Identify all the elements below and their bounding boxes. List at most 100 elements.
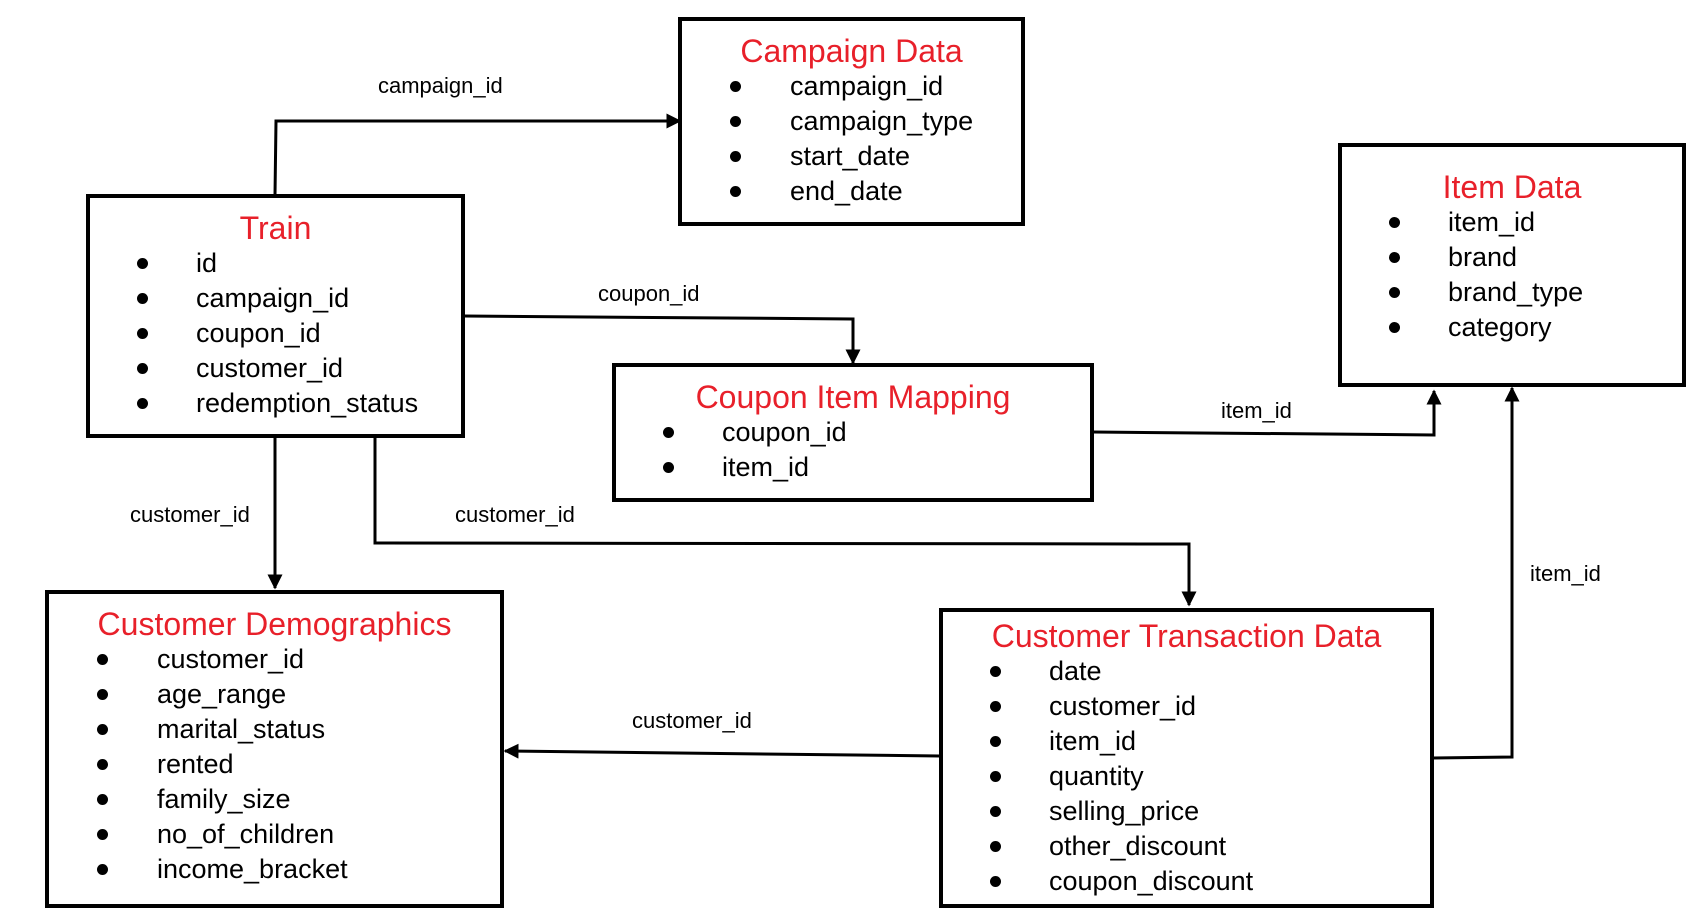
field-label: end_date (790, 176, 903, 206)
field-label: start_date (790, 141, 911, 171)
relation-label-train-demo: customer_id (130, 502, 250, 527)
field-label: item_id (1049, 726, 1137, 756)
bullet-icon (97, 864, 108, 875)
entity-title: Train (239, 210, 312, 246)
field-item: income_bracket (49, 852, 500, 887)
bullet-icon (137, 363, 148, 374)
relation-label-train-coupon: coupon_id (598, 281, 700, 306)
bullet-icon (990, 701, 1001, 712)
field-item: no_of_children (49, 817, 500, 852)
field-item: item_id (616, 450, 1090, 485)
field-item: coupon_discount (943, 864, 1430, 899)
relation-label-trans-demo: customer_id (632, 708, 752, 733)
field-item: coupon_id (90, 316, 461, 351)
field-label: rented (157, 749, 234, 779)
relation-label-train-trans: customer_id (455, 502, 575, 527)
field-label: customer_id (157, 644, 305, 674)
bullet-icon (730, 186, 741, 197)
connector-train-trans (373, 437, 1197, 607)
entity-train: Train id campaign_id coupon_id customer_… (86, 194, 465, 438)
field-item: start_date (682, 139, 1021, 174)
bullet-icon (990, 806, 1001, 817)
field-label: customer_id (1049, 691, 1197, 721)
field-label: other_discount (1049, 831, 1227, 861)
bullet-icon (730, 81, 741, 92)
field-list: coupon_id item_id (616, 415, 1090, 485)
field-item: family_size (49, 782, 500, 817)
field-label: age_range (157, 679, 287, 709)
bullet-icon (97, 794, 108, 805)
connector-coupon-item (1092, 389, 1442, 437)
bullet-icon (990, 841, 1001, 852)
field-item: marital_status (49, 712, 500, 747)
field-label: customer_id (196, 353, 344, 383)
field-label: coupon_discount (1049, 866, 1254, 896)
bullet-icon (137, 258, 148, 269)
bullet-icon (990, 666, 1001, 677)
bullet-icon (990, 771, 1001, 782)
field-list: date customer_id item_id quantity sellin… (943, 654, 1430, 899)
field-item: date (943, 654, 1430, 689)
bullet-icon (730, 116, 741, 127)
bullet-icon (990, 736, 1001, 747)
entity-customer-transaction-data: Customer Transaction Data date customer_… (939, 608, 1434, 908)
entity-customer-demographics: Customer Demographics customer_id age_ra… (45, 590, 504, 908)
entity-title: Coupon Item Mapping (695, 379, 1011, 415)
field-item: customer_id (90, 351, 461, 386)
field-item: coupon_id (616, 415, 1090, 450)
field-list: id campaign_id coupon_id customer_id red… (90, 246, 461, 421)
field-list: campaign_id campaign_type start_date end… (682, 69, 1021, 209)
field-item: id (90, 246, 461, 281)
field-label: redemption_status (196, 388, 419, 418)
field-label: income_bracket (157, 854, 348, 884)
entity-coupon-item-mapping: Coupon Item Mapping coupon_id item_id (612, 363, 1094, 502)
entity-title: Item Data (1442, 169, 1582, 205)
field-item: customer_id (49, 642, 500, 677)
field-label: selling_price (1049, 796, 1200, 826)
bullet-icon (990, 876, 1001, 887)
field-label: date (1049, 656, 1102, 686)
field-label: campaign_id (790, 71, 944, 101)
field-item: campaign_id (90, 281, 461, 316)
entity-title: Campaign Data (740, 33, 963, 69)
field-item: item_id (1342, 205, 1682, 240)
bullet-icon (1389, 217, 1400, 228)
field-label: coupon_id (722, 417, 847, 447)
bullet-icon (97, 724, 108, 735)
bullet-icon (1389, 322, 1400, 333)
field-item: campaign_type (682, 104, 1021, 139)
entity-item-data: Item Data item_id brand brand_type categ… (1338, 143, 1686, 387)
connector-trans-demo (503, 743, 941, 759)
field-label: brand_type (1448, 277, 1584, 307)
field-item: end_date (682, 174, 1021, 209)
field-list: item_id brand brand_type category (1342, 205, 1682, 345)
field-item: brand_type (1342, 275, 1682, 310)
field-item: customer_id (943, 689, 1430, 724)
field-label: campaign_id (196, 283, 350, 313)
field-label: item_id (722, 452, 810, 482)
bullet-icon (97, 654, 108, 665)
field-label: coupon_id (196, 318, 321, 348)
connector-train-campaign (273, 113, 682, 196)
relation-label-trans-item: item_id (1530, 561, 1601, 586)
bullet-icon (663, 462, 674, 473)
field-item: other_discount (943, 829, 1430, 864)
field-label: category (1448, 312, 1552, 342)
bullet-icon (97, 829, 108, 840)
field-item: redemption_status (90, 386, 461, 421)
entity-title: Customer Demographics (97, 606, 452, 642)
bullet-icon (97, 689, 108, 700)
bullet-icon (137, 293, 148, 304)
field-item: quantity (943, 759, 1430, 794)
bullet-icon (663, 427, 674, 438)
connector-trans-item (1432, 386, 1520, 760)
entity-title: Customer Transaction Data (991, 618, 1382, 654)
field-label: item_id (1448, 207, 1536, 237)
bullet-icon (730, 151, 741, 162)
field-item: item_id (943, 724, 1430, 759)
relation-label-coupon-item: item_id (1221, 398, 1292, 423)
bullet-icon (1389, 252, 1400, 263)
relation-label-train-campaign: campaign_id (378, 73, 503, 98)
field-item: campaign_id (682, 69, 1021, 104)
